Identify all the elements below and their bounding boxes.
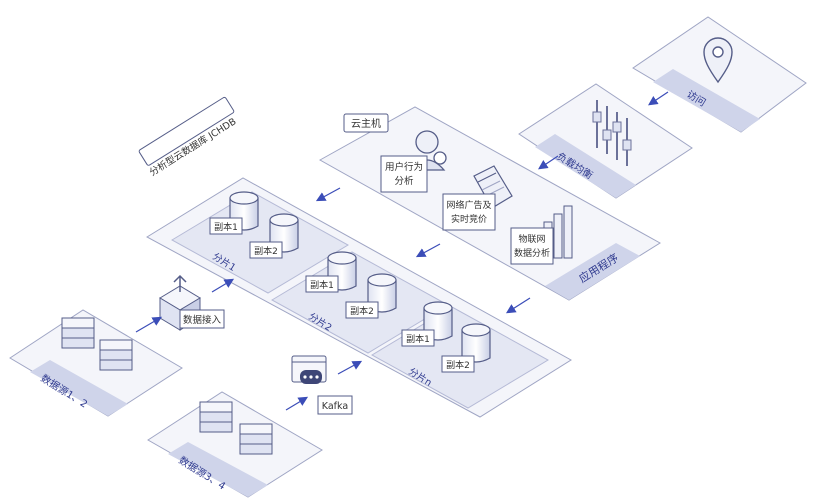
replica-label: 副本1 bbox=[406, 333, 430, 345]
kafka-label: Kafka bbox=[322, 401, 348, 412]
shard-1: 分片1 副本1 副本2 bbox=[170, 191, 350, 294]
flow-arrows bbox=[135, 91, 669, 411]
cloud-host-tag bbox=[343, 113, 389, 133]
arrow-lb-to-host bbox=[538, 155, 559, 170]
replica-tag bbox=[345, 301, 379, 319]
server-stack-icon bbox=[61, 317, 95, 349]
arrow-access-to-lb bbox=[648, 91, 669, 106]
iot-tag bbox=[510, 227, 554, 265]
kafka-tag bbox=[317, 395, 353, 415]
slider-bars-icon bbox=[592, 100, 632, 166]
arrow-host-to-shardn bbox=[505, 297, 531, 314]
user-behavior-line1: 用户行为 bbox=[385, 161, 423, 173]
data-ingest-label: 数据接入 bbox=[183, 314, 222, 326]
replica-tag bbox=[441, 355, 475, 373]
data-source-34-platform: 数据源3、4 bbox=[147, 391, 323, 498]
iot-line2: 数据分析 bbox=[514, 247, 550, 259]
online-ads-line1: 网络广告及 bbox=[446, 199, 491, 211]
replica-tag bbox=[249, 241, 283, 259]
replica-label: 副本2 bbox=[446, 359, 470, 371]
data-ingest-tag bbox=[179, 309, 225, 329]
user-behavior-tag bbox=[380, 155, 428, 193]
shard-2: 分片2 副本1 副本2 bbox=[270, 251, 450, 354]
arrow-ingest-to-db bbox=[211, 278, 235, 293]
replica-tag bbox=[401, 329, 435, 347]
online-ads-line2: 实时竞价 bbox=[451, 213, 487, 225]
message-window-icon bbox=[291, 355, 327, 384]
location-pin-icon bbox=[703, 37, 733, 84]
arrow-host-to-shard1 bbox=[315, 187, 341, 202]
replica-tag bbox=[305, 275, 339, 293]
replica-label: 副本2 bbox=[350, 305, 374, 317]
arrow-source34-to-kafka bbox=[285, 396, 309, 411]
arrow-source12-to-ingest bbox=[135, 316, 163, 333]
replica-label: 副本1 bbox=[214, 221, 238, 233]
iot-line1: 物联网 bbox=[518, 233, 545, 245]
server-stack-icon bbox=[99, 339, 133, 371]
cloud-db-tag bbox=[138, 96, 235, 166]
kafka-node: Kafka bbox=[291, 355, 353, 415]
database-icon bbox=[461, 323, 491, 363]
data-source-12-platform: 数据源1、2 bbox=[9, 309, 183, 417]
access-platform: 访问 bbox=[632, 16, 807, 133]
server-stack-icon bbox=[199, 401, 233, 433]
arrow-host-to-shard2 bbox=[415, 243, 441, 258]
server-stack-icon bbox=[239, 423, 273, 455]
online-ads-tag bbox=[442, 193, 496, 231]
cloud-db-platform: 分析型云数据库 JCHDB 分片1 副本1 副本2 分片2 bbox=[138, 96, 572, 418]
replica-label: 副本2 bbox=[254, 245, 278, 257]
data-ingest-node: 数据接入 bbox=[159, 274, 225, 331]
cloud-host-label: 云主机 bbox=[351, 117, 381, 130]
replica-label: 副本1 bbox=[310, 279, 334, 291]
arrow-kafka-to-db bbox=[337, 360, 363, 375]
user-behavior-line2: 分析 bbox=[394, 175, 414, 187]
replica-tag bbox=[209, 217, 243, 235]
cloud-host-platform: 应用程序 云主机 用户行为 分析 网络广告及 实时竞价 物联网 数 bbox=[318, 106, 661, 301]
